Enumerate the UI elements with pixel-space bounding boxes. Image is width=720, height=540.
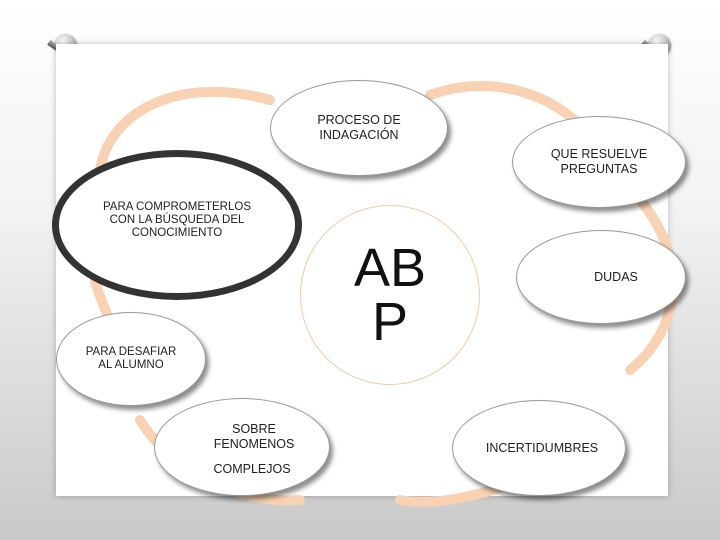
node-comprometerlos-label: PARA COMPROMETERLOS CON LA BÚSQUEDA DEL … (102, 201, 252, 239)
node-incertidumbres-label: INCERTIDUMBRES (485, 440, 599, 455)
node-comprometerlos: PARA COMPROMETERLOS CON LA BÚSQUEDA DEL … (52, 150, 302, 300)
node-dudas-label: DUDAS (594, 269, 638, 284)
node-proceso-label: PROCESO DE INDAGACIÓN (317, 113, 401, 142)
node-que-resuelve-preguntas: QUE RESUELVE PREGUNTAS (512, 116, 686, 208)
center-label-line1: AB (353, 238, 427, 298)
arc-top-left (95, 86, 275, 175)
node-proceso-indagacion: PROCESO DE INDAGACIÓN (270, 80, 448, 176)
node-preguntas-label: QUE RESUELVE PREGUNTAS (550, 147, 648, 176)
node-dudas: DUDAS (516, 230, 686, 324)
node-incertidumbres: INCERTIDUMBRES (452, 400, 626, 496)
node-desafiar-alumno: PARA DESAFIAR AL ALUMNO (56, 312, 206, 406)
node-fenomenos-complejos: SOBRE FENOMENOS COMPLEJOS (154, 398, 330, 496)
node-fenomenos-label-top: SOBRE FENOMENOS (213, 421, 295, 451)
node-fenomenos-label-bottom: COMPLEJOS (213, 461, 291, 476)
center-abp-node: AB P (300, 205, 480, 385)
center-label-line2: P (371, 292, 409, 352)
node-desafiar-label: PARA DESAFIAR AL ALUMNO (85, 346, 177, 371)
